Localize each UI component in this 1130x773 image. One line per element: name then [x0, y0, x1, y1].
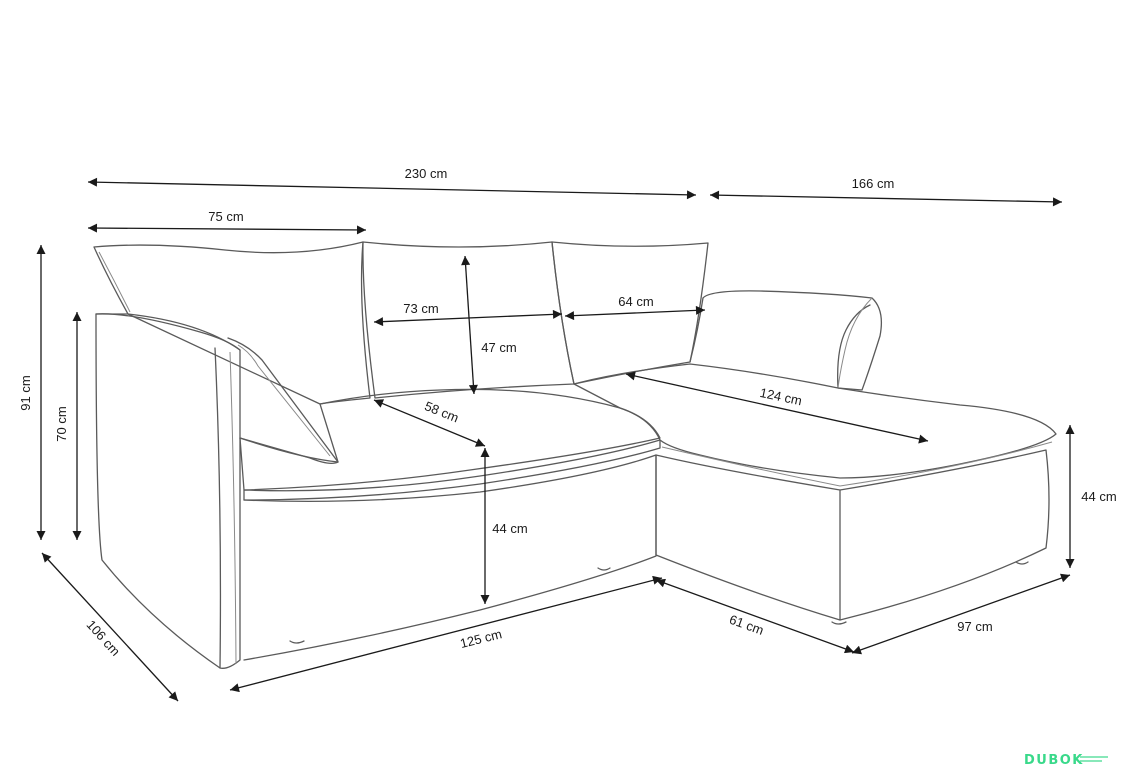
dim-line-seat-depth [373, 399, 486, 447]
label-seat-depth: 58 cm [422, 398, 460, 425]
label-cushion-2: 64 cm [618, 294, 653, 309]
foot [597, 567, 611, 571]
logo-tagline-mark [1080, 760, 1102, 762]
dim-line-backrest-height [461, 255, 478, 395]
label-chaise-depth: 97 cm [957, 619, 992, 634]
label-cushion-1: 73 cm [403, 301, 438, 316]
chaise-armrest-top [689, 297, 704, 363]
dim-line-armrest-width [87, 223, 367, 235]
label-armrest-height: 70 cm [54, 406, 69, 441]
foot [1015, 561, 1029, 565]
armrest-flap-inner [237, 344, 331, 457]
dim-line-chaise-depth [851, 573, 1071, 655]
foot [831, 621, 847, 625]
chaise-base-right [839, 449, 1050, 621]
label-armrest-width: 75 cm [208, 209, 243, 224]
label-total-height: 91 cm [18, 375, 33, 410]
dimension-lines [36, 177, 1075, 702]
foot [289, 640, 305, 644]
chaise-base [655, 454, 841, 621]
armrest-flap [227, 337, 339, 464]
label-sofa-depth: 106 cm [84, 617, 124, 659]
chaise-seat-piping [661, 441, 1053, 487]
label-chaise-base: 61 cm [727, 612, 765, 638]
sofa-drawing [93, 241, 1057, 669]
label-total-width: 230 cm [405, 166, 448, 181]
back-cushion-left-fold [98, 251, 131, 313]
dim-line-total-width [87, 177, 697, 200]
label-chaise-length: 166 cm [852, 176, 895, 191]
dim-line-sofa-depth [41, 552, 179, 702]
dim-line-chaise-length [709, 190, 1063, 207]
dim-line-chaise-seat [625, 371, 929, 444]
logo-tagline-mark [1080, 756, 1108, 758]
dim-line-cushion-1 [373, 309, 563, 327]
seat-cushion [239, 388, 661, 491]
dim-line-base-width [229, 575, 663, 693]
left-armrest-top [95, 313, 241, 351]
logo-text: DUBOK [1024, 753, 1084, 768]
sofa-base [243, 454, 657, 661]
label-base-width: 125 cm [458, 626, 503, 651]
dubok-logo: DUBOK [1024, 753, 1108, 768]
chaise-armrest [702, 290, 883, 391]
left-armrest-outer [95, 313, 241, 669]
label-chaise-height: 44 cm [1081, 489, 1116, 504]
left-armrest-piping [229, 351, 237, 665]
dim-line-cushion-2 [564, 305, 706, 321]
dim-line-chaise-base [655, 578, 855, 654]
label-backrest-height: 47 cm [481, 340, 516, 355]
back-cushion-left [93, 241, 371, 405]
back-cushion-middle [362, 241, 575, 399]
left-armrest-front [214, 347, 222, 669]
seat-cushion-front [243, 439, 661, 501]
label-seat-height: 44 cm [492, 521, 527, 536]
